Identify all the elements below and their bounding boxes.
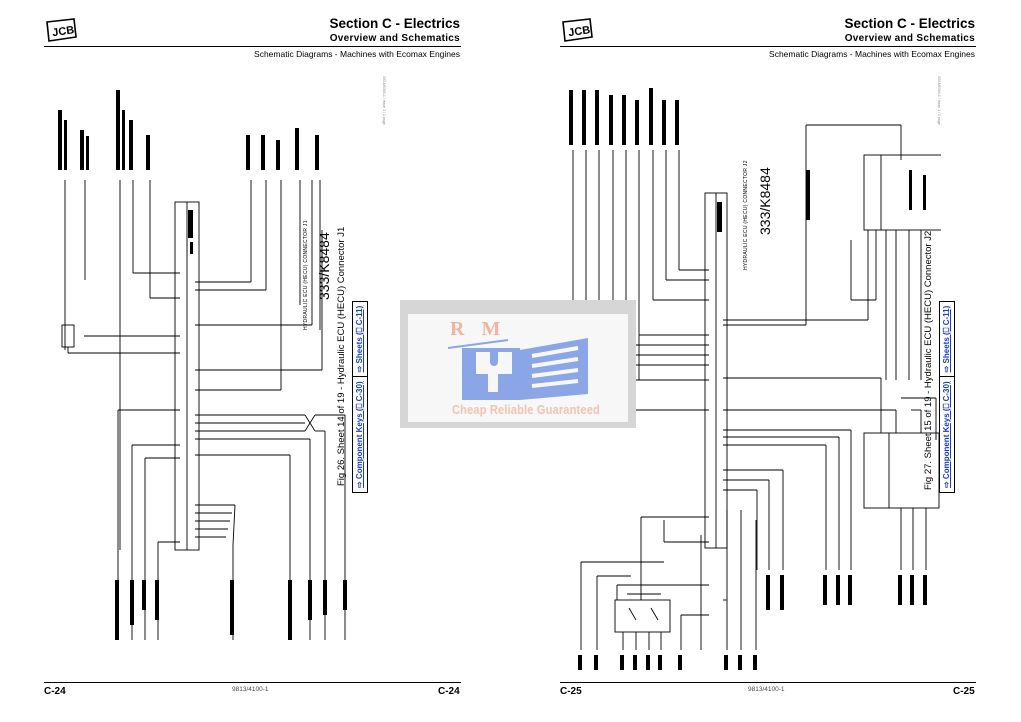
sheets-link[interactable]: ⇨ Sheets (⎕ C-11)	[942, 305, 951, 373]
figure-caption: Fig 27. Sheet 15 of 19 - Hydraulic ECU (…	[923, 230, 934, 490]
side-note: 333-M5304-1 / Issue 1 / 1 page	[937, 76, 941, 125]
svg-text:JCB: JCB	[52, 24, 76, 39]
figure-links: ⇨ Component Keys (⎕ C-30) ⇨ Sheets (⎕ C-…	[939, 300, 955, 493]
diagram-title: HYDRAULIC ECU (HECU) CONNECTOR J2	[743, 160, 749, 270]
watermark-tagline: Cheap Reliable Guaranteed	[452, 402, 600, 417]
sheets-link[interactable]: ⇨ Sheets (⎕ C-11)	[355, 305, 364, 373]
part-number: 333/K8484	[757, 167, 773, 235]
page-c24: JCB Section C - Electrics Overview and S…	[0, 0, 510, 722]
section-title: Section C - Electrics	[329, 16, 460, 31]
footer-doc-number: 9813/4100-1	[232, 686, 269, 693]
part-number: 333/K8484	[316, 232, 332, 300]
diagram-title: HYDRAULIC ECU (HECU) CONNECTOR J1	[303, 220, 309, 330]
watermark-brand: R M	[450, 318, 507, 340]
component-keys-link[interactable]: ⇨ Component Keys (⎕ C-30)	[353, 376, 367, 492]
section-subtitle: Overview and Schematics	[844, 33, 975, 44]
svg-text:JCB: JCB	[568, 24, 592, 39]
wrench-book-icon	[448, 338, 588, 400]
section-title: Section C - Electrics	[844, 16, 975, 31]
footer-divider	[560, 682, 976, 683]
footer-doc-number: 9813/4100-1	[748, 686, 785, 693]
jcb-logo-icon: JCB	[46, 18, 77, 42]
watermark-panel: R M Cheap Reliable Guaranteed	[408, 314, 628, 422]
footer-page-right: C-24	[438, 686, 460, 697]
section-subtitle: Overview and Schematics	[329, 33, 460, 44]
footer-page-right: C-25	[953, 686, 975, 697]
footer-divider	[44, 682, 461, 683]
page-c25: JCB Section C - Electrics Overview and S…	[511, 0, 1021, 722]
schematic-diagram-j2	[569, 88, 941, 670]
figure-links: ⇨ Component Keys (⎕ C-30) ⇨ Sheets (⎕ C-…	[352, 300, 368, 493]
header-divider	[44, 46, 461, 47]
footer-page-left: C-25	[560, 686, 582, 697]
component-keys-link[interactable]: ⇨ Component Keys (⎕ C-30)	[940, 376, 954, 492]
watermark: R M Cheap Reliable Guaranteed	[400, 300, 636, 428]
header-divider	[560, 46, 976, 47]
figure-caption: Fig 26. Sheet 14 of 19 - Hydraulic ECU (…	[336, 226, 347, 486]
footer-page-left: C-24	[44, 686, 66, 697]
schematic-diagram-j1	[58, 90, 347, 640]
section-description: Schematic Diagrams - Machines with Ecoma…	[769, 49, 975, 59]
section-description: Schematic Diagrams - Machines with Ecoma…	[254, 49, 460, 59]
jcb-logo-icon: JCB	[562, 18, 593, 42]
side-note: 333-M5303-1 / Issue 1 / 1 page	[382, 76, 386, 125]
